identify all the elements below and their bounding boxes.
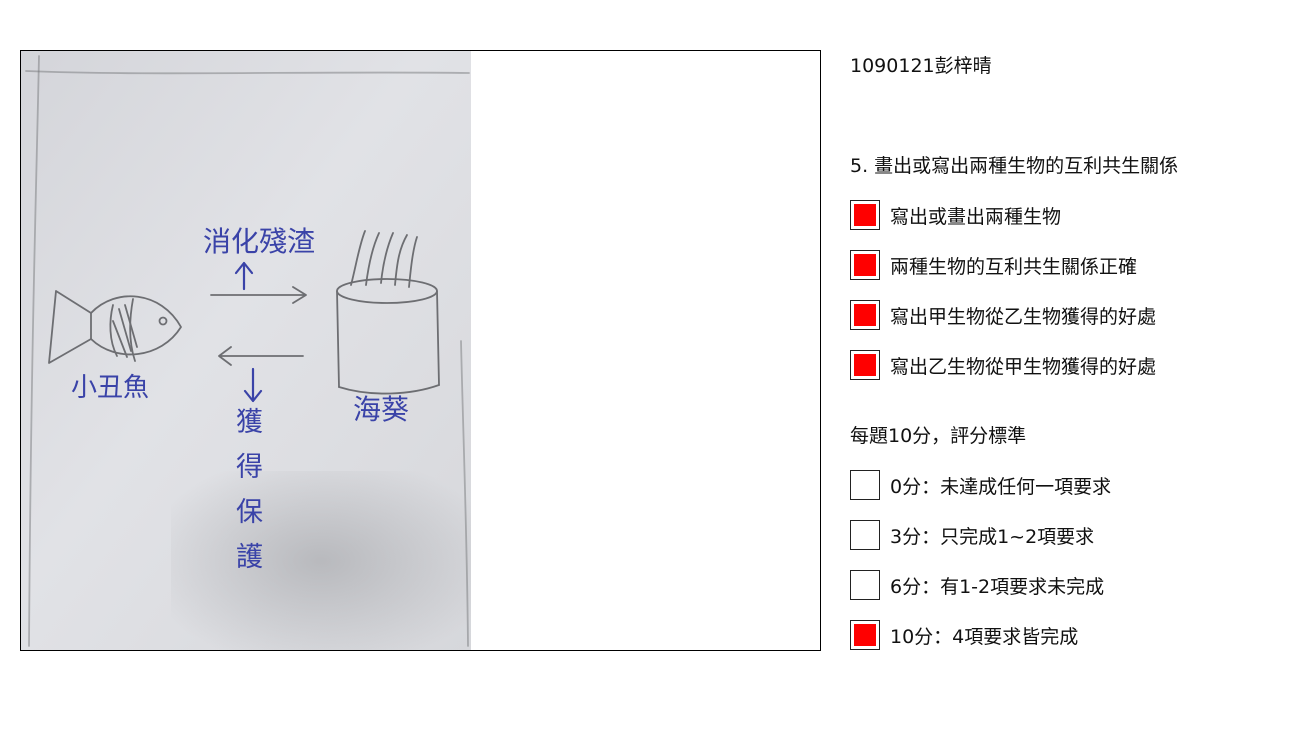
score-option-label: 3分：只完成1~2項要求 — [890, 525, 1095, 548]
criterion-row: 寫出甲生物從乙生物獲得的好處 — [850, 300, 1156, 330]
annotation-protection-char-2: 得 — [236, 452, 263, 483]
clownfish-label: 小丑魚 — [71, 373, 149, 403]
criterion-label: 寫出甲生物從乙生物獲得的好處 — [890, 305, 1157, 328]
clownfish-drawing — [48, 290, 182, 364]
score-option-checkbox[interactable] — [850, 620, 880, 650]
drawing-canvas: 消化殘渣 獲 得 保 護 小丑魚 海葵 — [21, 51, 471, 650]
criterion-checkbox[interactable] — [850, 300, 880, 330]
pencil-margin-left — [28, 55, 40, 647]
criterion-row: 兩種生物的互利共生關係正確 — [850, 250, 1137, 280]
question-title: 5. 畫出或寫出兩種生物的互利共生關係 — [850, 155, 1179, 177]
score-option-checkbox[interactable] — [850, 570, 880, 600]
annotation-arrow-up — [234, 261, 254, 291]
criterion-label: 寫出乙生物從甲生物獲得的好處 — [890, 355, 1157, 378]
annotation-digestive-residue: 消化殘渣 — [203, 225, 315, 258]
score-option-checkbox[interactable] — [850, 470, 880, 500]
criterion-row: 寫出乙生物從甲生物獲得的好處 — [850, 350, 1156, 380]
annotation-protection-char-1: 獲 — [236, 407, 263, 438]
criterion-checkbox[interactable] — [850, 350, 880, 380]
score-option-checkbox[interactable] — [850, 520, 880, 550]
score-option-row: 6分：有1-2項要求未完成 — [850, 570, 1104, 600]
criterion-label: 兩種生物的互利共生關係正確 — [890, 255, 1138, 278]
criterion-label: 寫出或畫出兩種生物 — [890, 205, 1062, 228]
score-option-label: 10分：4項要求皆完成 — [890, 625, 1079, 648]
criterion-row: 寫出或畫出兩種生物 — [850, 200, 1061, 230]
sea-anemone-drawing — [336, 230, 440, 395]
arrow-to-fish — [218, 346, 304, 366]
annotation-arrow-down — [243, 367, 263, 403]
score-option-label: 6分：有1-2項要求未完成 — [890, 575, 1105, 598]
criterion-checkbox[interactable] — [850, 250, 880, 280]
student-id-name: 1090121彭梓晴 — [850, 55, 992, 77]
sea-anemone-label: 海葵 — [353, 393, 409, 426]
student-drawing-photo: 消化殘渣 獲 得 保 護 小丑魚 海葵 — [21, 51, 471, 650]
paper-shadow — [171, 471, 471, 650]
arrow-to-anemone — [210, 286, 307, 304]
pencil-margin-top — [25, 70, 470, 75]
annotation-protection-char-4: 護 — [236, 542, 263, 573]
score-option-label: 0分：未達成任何一項要求 — [890, 475, 1112, 498]
scoring-title: 每題10分，評分標準 — [850, 425, 1027, 447]
answer-frame: 消化殘渣 獲 得 保 護 小丑魚 海葵 — [20, 50, 821, 651]
score-option-row: 10分：4項要求皆完成 — [850, 620, 1078, 650]
score-option-row: 3分：只完成1~2項要求 — [850, 520, 1094, 550]
criterion-checkbox[interactable] — [850, 200, 880, 230]
pencil-margin-right — [460, 340, 469, 647]
score-option-row: 0分：未達成任何一項要求 — [850, 470, 1111, 500]
annotation-protection-char-3: 保 — [236, 497, 263, 528]
